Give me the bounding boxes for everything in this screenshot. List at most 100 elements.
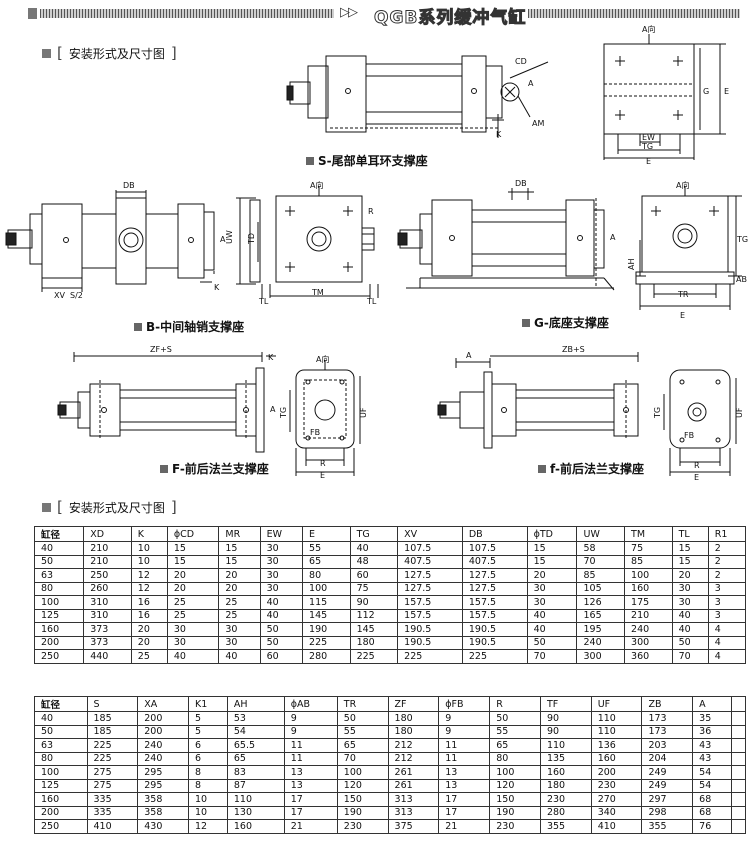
column-header: ZF	[387, 696, 440, 712]
table-cell: 17	[438, 792, 491, 807]
table-cell: 15	[166, 554, 220, 569]
table-cell: 375	[387, 819, 440, 834]
table-cell: 25	[166, 595, 220, 610]
table-cell: 40	[671, 608, 709, 623]
table-cell: 2	[707, 554, 747, 569]
drawing-f-side-view	[57, 352, 276, 453]
table-cell: 261	[387, 765, 440, 780]
table-cell: 157.5	[461, 595, 528, 610]
label-a-direction-s: A向	[642, 24, 655, 34]
table-cell: 40	[526, 622, 578, 637]
table-cell: 240	[137, 751, 189, 766]
table-cell: 43	[692, 751, 732, 766]
table-cell: 173	[641, 724, 694, 739]
table-cell: 200	[137, 711, 189, 726]
label-e-s: E	[724, 87, 729, 96]
label-a: A	[528, 79, 534, 88]
table-cell: 298	[641, 805, 694, 820]
table-cell: 30	[166, 635, 220, 650]
table-cell: 10	[130, 554, 168, 569]
table-cell: 83	[226, 765, 285, 780]
table-cell: 100	[624, 568, 673, 583]
table-cell: 53	[226, 711, 285, 726]
table-cell: 110	[539, 738, 592, 753]
label-e-f2: E	[694, 473, 699, 482]
column-header: R	[489, 696, 541, 712]
label-am: AM	[532, 119, 544, 128]
table-cell: 54	[226, 724, 285, 739]
table-cell: 240	[576, 635, 626, 650]
table-cell: 355	[539, 819, 592, 834]
table-cell: 30	[259, 581, 304, 596]
table-cell: 249	[641, 765, 694, 780]
table-cell: 12	[130, 581, 168, 596]
table-cell: 70	[576, 554, 626, 569]
table-cell: 55	[302, 541, 351, 556]
column-header: TM	[624, 526, 673, 542]
table-cell: 40	[259, 608, 304, 623]
table-cell: 127.5	[461, 581, 528, 596]
table-cell: 43	[692, 738, 732, 753]
label-fb-f2: FB	[684, 431, 694, 440]
label-ab: AB	[736, 275, 747, 284]
table-cell: 157.5	[397, 595, 463, 610]
label-a-direction-b: A向	[310, 180, 323, 190]
table-cell: 340	[590, 805, 643, 820]
table-cell: 250	[83, 568, 132, 583]
header-stripe-left	[28, 8, 334, 19]
table-cell: 107.5	[397, 541, 463, 556]
column-header: ϕCD	[166, 526, 220, 542]
table-cell: 310	[83, 595, 132, 610]
technical-drawings: CD A AM K A向 E G EW TG E	[5, 24, 748, 482]
column-header: S	[86, 696, 139, 712]
table-cell: 230	[489, 819, 541, 834]
table-cell: 20	[130, 622, 168, 637]
page-title: QGB系列缓冲气缸	[373, 8, 527, 29]
column-header: UW	[576, 526, 626, 542]
table-cell: 48	[349, 554, 399, 569]
table-cell: 100	[34, 765, 88, 780]
table-cell: 110	[590, 724, 643, 739]
label-tr: TR	[677, 290, 689, 299]
label-r: R	[368, 207, 374, 216]
label-xv: XV	[54, 291, 65, 300]
table-cell: 225	[397, 649, 463, 664]
table-cell: 50	[259, 635, 304, 650]
table-cell: 150	[489, 792, 541, 807]
table-cell: 8	[187, 765, 228, 780]
page-header-band: ▷▷ QGB系列缓冲气缸	[28, 5, 740, 29]
table-cell: 127.5	[461, 568, 528, 583]
table-cell: 63	[34, 738, 88, 753]
table-cell: 20	[218, 568, 261, 583]
table-cell: 20	[526, 568, 578, 583]
table-cell: 36	[692, 724, 732, 739]
table-cell: 270	[590, 792, 643, 807]
table-cell: 50	[336, 711, 389, 726]
table-cell: 13	[438, 778, 491, 793]
table-cell: 157.5	[461, 608, 528, 623]
square-bullet-icon	[538, 464, 546, 473]
table-cell: 136	[590, 738, 643, 753]
table-cell: 210	[83, 541, 132, 556]
table-cell: 65.5	[226, 738, 285, 753]
table-cell: 212	[387, 738, 440, 753]
table-cell: 107.5	[461, 541, 528, 556]
table-cell	[730, 738, 747, 753]
table-cell: 204	[641, 751, 694, 766]
table-cell: 90	[539, 711, 592, 726]
table-cell: 40	[34, 711, 88, 726]
table-cell: 5	[187, 724, 228, 739]
section-heading-drawings: [ 安装形式及尺寸图 ]	[42, 44, 177, 62]
table-cell: 160	[226, 819, 285, 834]
column-header: K1	[187, 696, 228, 712]
table-cell: 15	[671, 554, 709, 569]
table-cell: 240	[624, 622, 673, 637]
